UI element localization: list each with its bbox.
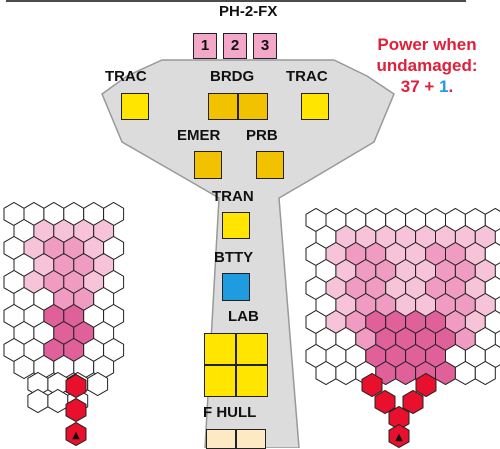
hull-shape xyxy=(101,59,395,448)
engine-icon: ▲ xyxy=(395,432,403,443)
phaser-arc-2[interactable]: 2 xyxy=(223,33,247,59)
trac-left-box[interactable] xyxy=(121,93,149,120)
right-nacelle-hex[interactable] xyxy=(374,389,396,415)
engine-icon: ▲ xyxy=(72,430,80,441)
lab-box-3[interactable] xyxy=(204,365,236,397)
battery-box[interactable] xyxy=(222,273,250,301)
left-nacelle-hex[interactable] xyxy=(47,388,69,414)
phaser-arc-3[interactable]: 3 xyxy=(253,33,277,59)
battery-label: BTTY xyxy=(214,249,254,266)
emer-box[interactable] xyxy=(194,151,222,179)
forward-hull-box-2[interactable] xyxy=(236,429,266,449)
transporter-box[interactable] xyxy=(222,212,250,239)
right-nacelle-hex[interactable] xyxy=(415,372,437,398)
phaser-title: PH-2-FX xyxy=(219,3,278,20)
phaser-arc-group: 1 2 3 xyxy=(193,33,277,59)
power-note: Power when undamaged: 37 + 1. xyxy=(352,34,500,97)
trac-right-label: TRAC xyxy=(286,68,328,85)
bridge-box-2[interactable] xyxy=(238,93,268,120)
bridge-box-1[interactable] xyxy=(208,93,238,120)
trac-left-label: TRAC xyxy=(105,68,147,85)
power-note-line1: Power when xyxy=(377,35,477,54)
transporter-label: TRAN xyxy=(212,188,254,205)
power-note-line2: undamaged: xyxy=(376,56,478,75)
lab-box-4[interactable] xyxy=(236,365,268,397)
trac-right-box[interactable] xyxy=(301,93,329,120)
left-nacelle-hex[interactable] xyxy=(27,388,49,414)
right-nacelle-hex[interactable] xyxy=(388,423,410,448)
power-suffix: . xyxy=(448,77,454,96)
left-nacelle: ▲ xyxy=(3,201,125,447)
forward-hull-box-1[interactable] xyxy=(206,429,236,449)
left-nacelle-hex[interactable] xyxy=(65,397,87,423)
lab-box-1[interactable] xyxy=(204,333,236,365)
emer-label: EMER xyxy=(177,127,221,144)
lab-box-2[interactable] xyxy=(236,333,268,365)
right-nacelle: ▲ xyxy=(305,207,500,448)
bridge-label: BRDG xyxy=(210,68,255,85)
left-nacelle-hex[interactable] xyxy=(87,371,109,397)
lab-label: LAB xyxy=(228,308,259,325)
phaser-arc-1[interactable]: 1 xyxy=(193,33,217,59)
right-nacelle-hex[interactable] xyxy=(402,389,424,415)
power-note-values: 37 + 1. xyxy=(352,76,500,97)
left-nacelle-hex[interactable] xyxy=(65,421,87,447)
probe-label: PRB xyxy=(246,127,278,144)
forward-hull-label: F HULL xyxy=(203,404,257,421)
right-nacelle-hex[interactable] xyxy=(361,372,383,398)
probe-box[interactable] xyxy=(256,151,284,179)
left-nacelle-hex[interactable] xyxy=(65,373,87,399)
power-plus: + xyxy=(424,77,435,96)
warp-power-value: 37 xyxy=(400,77,420,96)
right-nacelle-hex[interactable] xyxy=(474,360,496,386)
right-nacelle-hex[interactable] xyxy=(388,405,410,431)
impulse-power-value: 1 xyxy=(439,77,449,96)
